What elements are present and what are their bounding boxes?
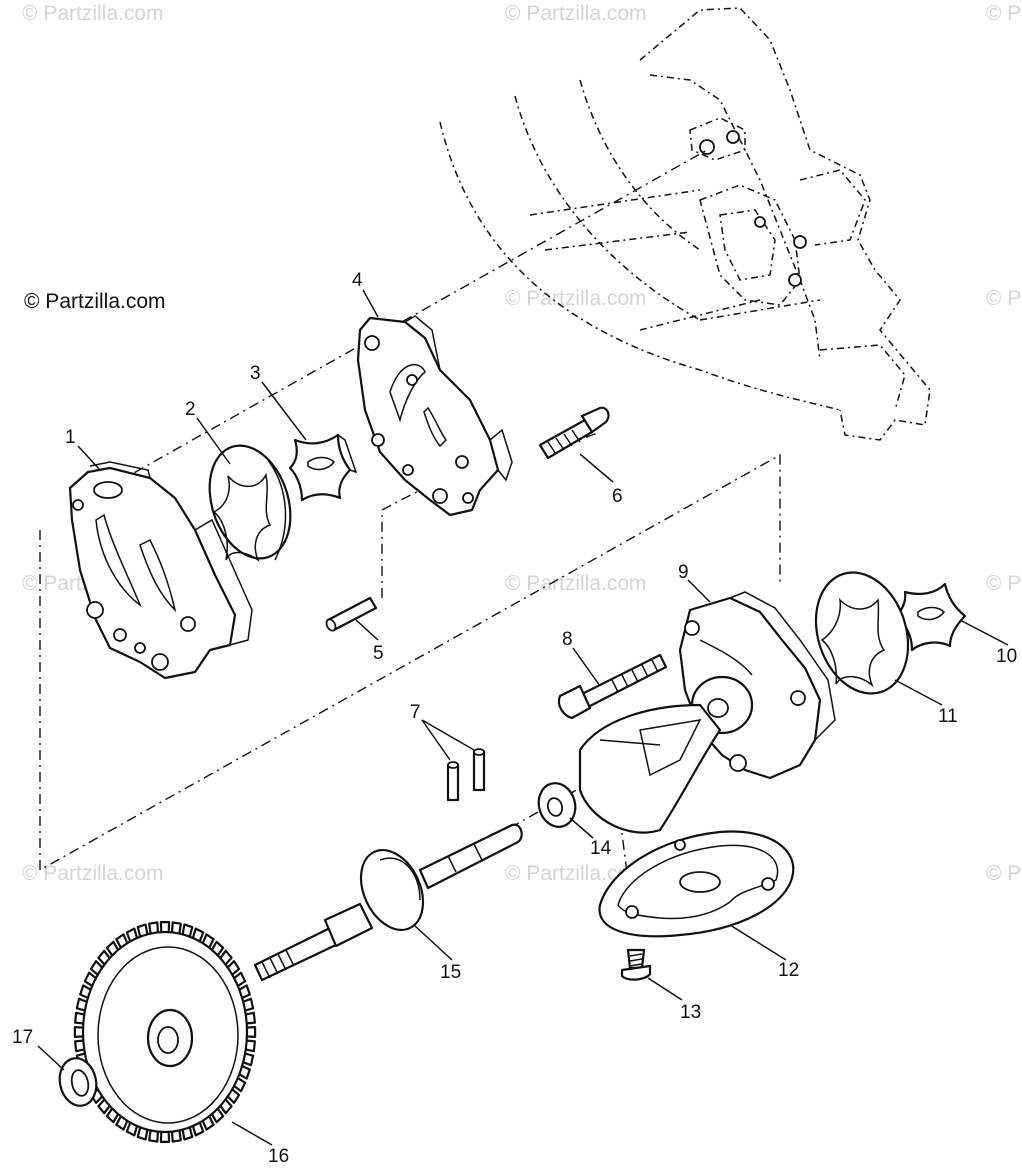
washer-part-17 — [58, 1057, 98, 1107]
gear-part-16 — [73, 921, 257, 1143]
watermarks: © Partzilla.com © Partzilla.com © P © Pa… — [22, 2, 1021, 885]
callout-9: 9 — [678, 562, 689, 583]
watermark: © Partzilla.com — [505, 2, 647, 25]
crankcase-outline — [439, 7, 931, 441]
watermark: © P — [986, 287, 1021, 310]
callout-16: 16 — [268, 1146, 289, 1167]
strainer-hood — [578, 703, 722, 834]
watermark: © Partzilla.com — [22, 2, 164, 25]
pin-part-5 — [325, 596, 378, 632]
callout-13: 13 — [680, 1002, 701, 1023]
callout-6: 6 — [612, 486, 623, 507]
callout-2: 2 — [185, 399, 196, 420]
callout-7: 7 — [410, 702, 421, 723]
leader-lines — [37, 289, 1009, 1146]
callout-4: 4 — [352, 270, 363, 291]
pump-plate-part-4 — [356, 315, 513, 517]
inner-rotor-part-3 — [288, 433, 358, 502]
pump-body-part-1 — [68, 461, 253, 680]
callout-15: 15 — [440, 962, 461, 983]
watermark: © Partzilla.com — [505, 287, 647, 310]
callout-14: 14 — [590, 838, 612, 859]
watermark: © Partzilla.com — [505, 862, 647, 885]
callout-11: 11 — [938, 706, 958, 727]
callout-5: 5 — [373, 643, 384, 664]
watermark: © P — [986, 2, 1021, 25]
washer-part-14 — [537, 782, 577, 828]
watermark: © Partzilla.com — [505, 572, 647, 595]
bolt-part-8 — [557, 653, 668, 720]
pump-shaft-part-15 — [253, 823, 523, 982]
screw-part-13 — [620, 948, 652, 981]
outer-rotor-part-2 — [208, 444, 292, 563]
outer-rotor-part-11 — [814, 571, 910, 695]
watermark: © P — [986, 572, 1021, 595]
callout-10: 10 — [996, 646, 1017, 667]
callout-12: 12 — [778, 960, 799, 981]
callout-labels: 1 2 3 4 5 6 7 8 9 10 11 12 13 14 15 16 1… — [12, 270, 1017, 1167]
callout-3: 3 — [250, 363, 261, 384]
callout-1: 1 — [65, 427, 76, 448]
cover-plate-part-12 — [598, 830, 795, 938]
watermark: © Partzilla.com — [22, 862, 164, 885]
pins-part-7 — [446, 748, 486, 802]
screw-part-6 — [538, 406, 610, 460]
partzilla-credit: © Partzilla.com — [24, 290, 166, 313]
watermark: © P — [986, 862, 1021, 885]
callout-8: 8 — [562, 629, 573, 650]
callout-17: 17 — [12, 1027, 33, 1048]
